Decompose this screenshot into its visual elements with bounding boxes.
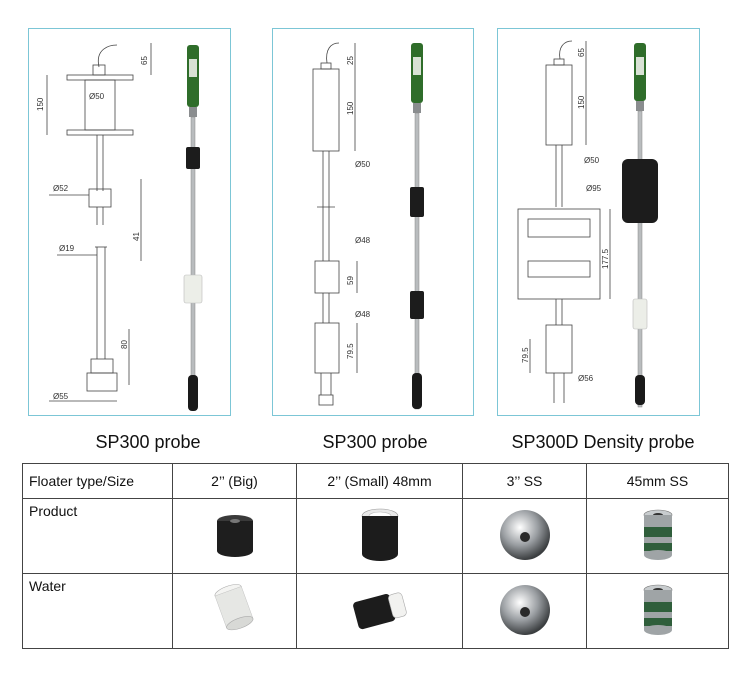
dim-label: Ø52 <box>53 184 69 193</box>
dim-label: 59 <box>346 276 355 285</box>
dim-label: Ø48 <box>355 310 371 319</box>
floater-table: Floater type/Size 2’’ (Big) 2’’ (Small) … <box>22 463 729 649</box>
probe-photo <box>410 43 424 410</box>
sp300d-drawing: 65 150 Ø50 Ø95 177.5 79.5 Ø56 <box>517 40 658 408</box>
floater-image <box>462 498 587 574</box>
dim-label: Ø56 <box>578 374 594 383</box>
dim-label: 150 <box>36 97 45 111</box>
sp300-drawing-1: Ø50 150 65 Ø52 41 Ø19 80 Ø55 <box>36 43 203 411</box>
floater-image <box>172 573 297 649</box>
panel-3-caption: SP300D Density probe <box>511 432 695 452</box>
dim-label: Ø55 <box>53 392 69 401</box>
floater-image <box>296 573 463 649</box>
dim-label: 80 <box>120 340 129 349</box>
dim-label: Ø50 <box>584 156 600 165</box>
steel-green-cylinder-floater-image <box>643 584 672 635</box>
dim-label: 65 <box>140 56 149 65</box>
dim-label: Ø50 <box>89 92 105 101</box>
probe-photo <box>622 43 658 408</box>
dim-label: 25 <box>346 56 355 65</box>
floater-image <box>586 498 729 574</box>
steel-ball-floater-image <box>499 509 550 560</box>
sp300-drawing-2: 25 150 Ø50 Ø48 59 Ø48 79.5 <box>312 42 424 410</box>
panel-1-caption: SP300 probe <box>95 432 201 452</box>
col-header-3in-ss: 3’’ SS <box>462 463 587 499</box>
floater-image <box>296 498 463 574</box>
probe-photo <box>183 45 203 411</box>
table-row-product: Product <box>22 498 729 574</box>
steel-green-cylinder-floater-image <box>643 509 672 560</box>
row-label-water: Water <box>22 573 173 649</box>
black-cylinder-floater-image <box>216 514 253 557</box>
steel-ball-floater-image <box>499 584 550 635</box>
floater-image <box>172 498 297 574</box>
table-header-row: Floater type/Size 2’’ (Big) 2’’ (Small) … <box>22 463 729 499</box>
black-white-inner-cylinder-floater-image <box>361 508 398 561</box>
floater-image <box>586 573 729 649</box>
col-header-floater-type: Floater type/Size <box>22 463 173 499</box>
table-row-water: Water <box>22 573 729 649</box>
dim-label: 177.5 <box>601 248 610 269</box>
black-white-cylinder-floater-image <box>352 592 407 629</box>
sp300-probe-panel-2: 25 150 Ø50 Ø48 59 Ø48 79.5 <box>272 28 474 416</box>
dim-label: Ø50 <box>355 160 371 169</box>
white-cylinder-floater-image <box>214 583 253 630</box>
sp300-probe-panel-1: Ø50 150 65 Ø52 41 Ø19 80 Ø55 <box>28 28 231 416</box>
dim-label: Ø95 <box>586 184 602 193</box>
panel-2-caption: SP300 probe <box>322 432 428 452</box>
dim-label: 41 <box>132 232 141 241</box>
col-header-2in-big: 2’’ (Big) <box>172 463 297 499</box>
row-label-product: Product <box>22 498 173 574</box>
sp300d-density-probe-panel: 65 150 Ø50 Ø95 177.5 79.5 Ø56 <box>497 28 700 416</box>
dim-label: Ø19 <box>59 244 75 253</box>
dim-label: 79.5 <box>346 343 355 359</box>
dim-label: 150 <box>346 101 355 115</box>
floater-image <box>462 573 587 649</box>
col-header-2in-small: 2’’ (Small) 48mm <box>296 463 463 499</box>
col-header-45mm-ss: 45mm SS <box>586 463 729 499</box>
dim-label: Ø48 <box>355 236 371 245</box>
dim-label: 79.5 <box>521 347 530 363</box>
dim-label: 65 <box>577 48 586 57</box>
dim-label: 150 <box>577 95 586 109</box>
